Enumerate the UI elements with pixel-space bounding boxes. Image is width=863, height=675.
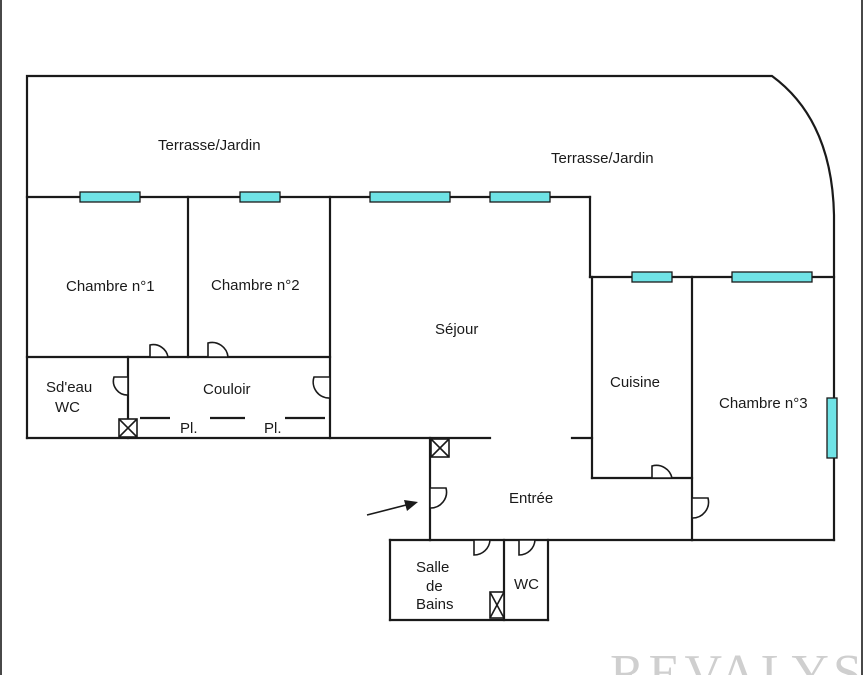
label-closet1: Pl. <box>180 420 198 437</box>
label-terrace-right: Terrasse/Jardin <box>551 150 654 167</box>
entrance-arrow-icon <box>366 500 418 516</box>
label-bath-line2: de <box>426 578 443 595</box>
terrace-outline <box>25 74 836 542</box>
window-kitchen <box>631 271 673 283</box>
label-bath-line3: Bains <box>416 596 454 613</box>
label-bedroom2: Chambre n°2 <box>211 277 300 294</box>
window-bed2 <box>239 191 281 203</box>
window-bed3-side <box>826 397 838 459</box>
window-bed3-top <box>731 271 813 283</box>
door-wc <box>518 539 536 556</box>
label-wc: WC <box>514 576 539 593</box>
duct-entrance <box>430 438 450 458</box>
label-bath-line1: Salle <box>416 559 449 576</box>
door-shower <box>112 376 129 396</box>
door-bed1 <box>149 343 169 358</box>
door-swings <box>112 341 710 556</box>
label-entrance: Entrée <box>509 490 553 507</box>
duct-shower <box>118 418 138 438</box>
label-kitchen: Cuisine <box>610 374 660 391</box>
room-labels: Terrasse/Jardin Terrasse/Jardin Chambre … <box>46 137 808 613</box>
duct-bath <box>489 591 505 619</box>
door-front-entrance <box>429 487 448 509</box>
window-living-1 <box>369 191 451 203</box>
label-shower-line1: Sd'eau <box>46 379 92 396</box>
label-bedroom3: Chambre n°3 <box>719 395 808 412</box>
window-living-2 <box>489 191 551 203</box>
label-living: Séjour <box>435 321 478 338</box>
door-bed2 <box>207 341 229 358</box>
door-kitchen <box>651 464 673 479</box>
label-corridor: Couloir <box>203 381 251 398</box>
door-bed3 <box>691 497 710 519</box>
windows <box>79 191 838 459</box>
window-bed1 <box>79 191 141 203</box>
label-bedroom1: Chambre n°1 <box>66 278 155 295</box>
watermark: REVALYS <box>610 645 863 675</box>
label-terrace-left: Terrasse/Jardin <box>158 137 261 154</box>
label-shower-line2: WC <box>55 399 80 416</box>
door-living <box>312 376 331 399</box>
label-closet2: Pl. <box>264 420 282 437</box>
ventilation-ducts <box>118 418 505 619</box>
door-bath <box>473 539 491 556</box>
